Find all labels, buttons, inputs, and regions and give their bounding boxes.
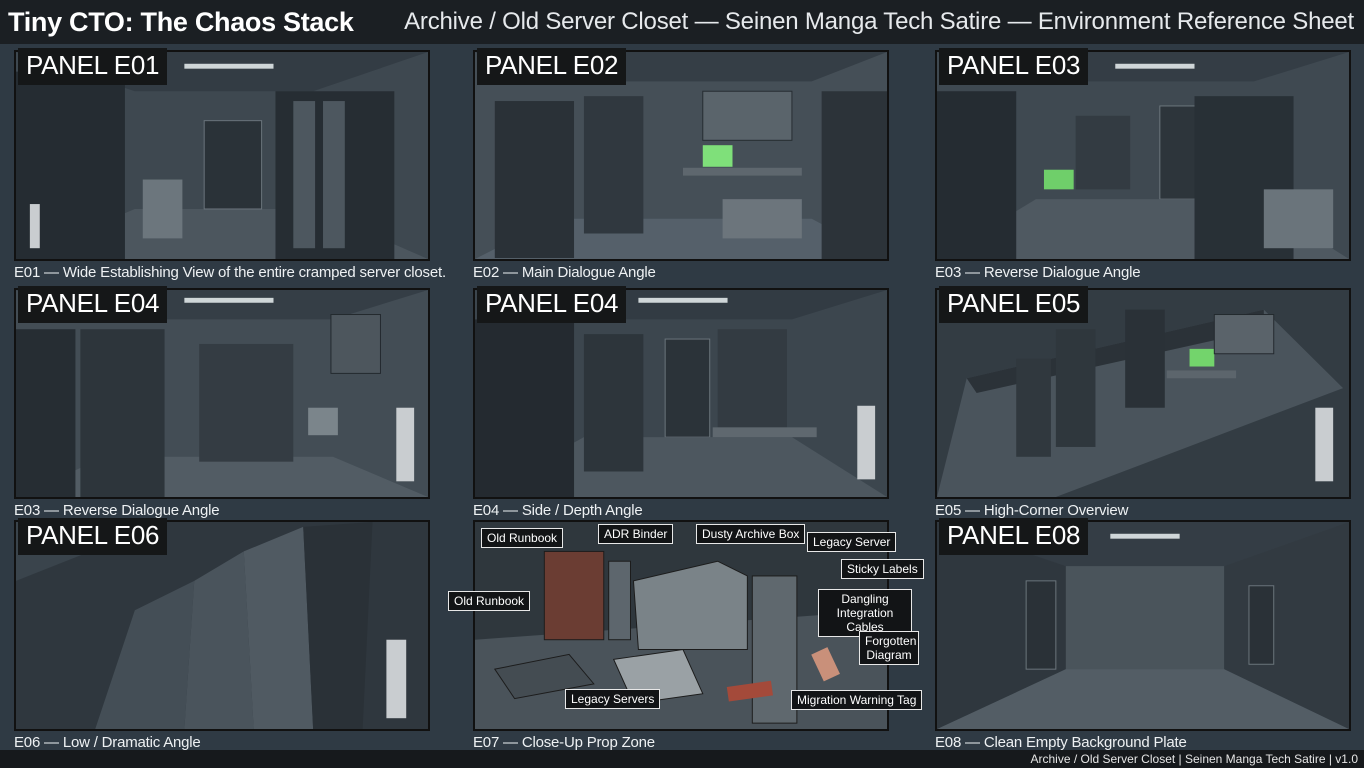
callout-adr-binder: ADR Binder bbox=[598, 524, 674, 544]
panel-e02-caption: E02 — Main Dialogue Angle bbox=[473, 264, 656, 281]
panel-e06-badge: PANEL E06 bbox=[18, 518, 168, 555]
panel-e03: PANEL E03 E03 — Reverse Dialogue Angle bbox=[935, 44, 1351, 281]
sheet-subtitle: Archive / Old Server Closet — Seinen Man… bbox=[404, 8, 1354, 35]
callout-sticky-labels: Sticky Labels bbox=[841, 559, 924, 579]
panel-e03-caption: E03 — Reverse Dialogue Angle bbox=[935, 264, 1141, 281]
panel-e04-b-caption: E04 — Side / Depth Angle bbox=[473, 502, 643, 519]
panel-e06-caption: E06 — Low / Dramatic Angle bbox=[14, 734, 201, 751]
panel-e06: PANEL E06 E06 — Low / Dramatic Angle bbox=[14, 514, 430, 751]
panel-e01-badge: PANEL E01 bbox=[18, 48, 168, 85]
panel-e04-a-caption: E03 — Reverse Dialogue Angle bbox=[14, 502, 220, 519]
panel-e01: PANEL E01 E01 — Wide Establishing View o… bbox=[14, 44, 446, 281]
panel-e02-art bbox=[473, 50, 889, 261]
panel-e08-badge: PANEL E08 bbox=[939, 518, 1089, 555]
footer-bar: Archive / Old Server Closet | Seinen Man… bbox=[0, 750, 1364, 768]
panel-e07-caption: E07 — Close-Up Prop Zone bbox=[473, 734, 655, 751]
footer-text: Archive / Old Server Closet | Seinen Man… bbox=[1030, 752, 1358, 766]
panel-e05-caption: E05 — High-Corner Overview bbox=[935, 502, 1129, 519]
panel-e03-art bbox=[935, 50, 1351, 261]
sheet-title: Tiny CTO: The Chaos Stack bbox=[8, 6, 354, 37]
panel-e05-art bbox=[935, 288, 1351, 499]
panel-e04-b-art bbox=[473, 288, 889, 499]
panel-e01-caption: E01 — Wide Establishing View of the enti… bbox=[14, 264, 446, 281]
callout-old-runbook-left: Old Runbook bbox=[448, 591, 531, 611]
server-room-illustration bbox=[16, 52, 428, 259]
panel-e04-b-badge: PANEL E04 bbox=[477, 286, 627, 323]
panel-e04-a: PANEL E04 E03 — Reverse Dialogue Angle bbox=[14, 282, 430, 519]
panel-e07: Old Runbook ADR Binder Dusty Archive Box… bbox=[448, 514, 924, 751]
panel-e01-art bbox=[14, 50, 430, 261]
panel-e05: PANEL E05 E05 — High-Corner Overview bbox=[935, 282, 1351, 519]
server-room-illustration bbox=[16, 522, 428, 729]
server-room-illustration bbox=[475, 52, 887, 259]
callout-dusty-archive-box: Dusty Archive Box bbox=[696, 524, 806, 544]
callout-legacy-server: Legacy Server bbox=[807, 532, 897, 552]
callout-old-runbook-top: Old Runbook bbox=[481, 528, 564, 548]
panel-e08: PANEL E08 E08 — Clean Empty Background P… bbox=[935, 514, 1351, 751]
panel-grid: PANEL E01 E01 — Wide Establishing View o… bbox=[0, 44, 1364, 751]
server-room-illustration bbox=[16, 290, 428, 497]
callout-forgotten-diagram: Forgotten Diagram bbox=[859, 631, 919, 665]
panel-e04-a-badge: PANEL E04 bbox=[18, 286, 168, 323]
server-room-illustration bbox=[475, 290, 887, 497]
panel-e08-art bbox=[935, 520, 1351, 731]
header-bar: Tiny CTO: The Chaos Stack Archive / Old … bbox=[0, 0, 1364, 44]
panel-e04-b: PANEL E04 E04 — Side / Depth Angle bbox=[473, 282, 889, 519]
panel-e02: PANEL E02 E02 — Main Dialogue Angle bbox=[473, 44, 889, 281]
panel-e06-art bbox=[14, 520, 430, 731]
panel-e02-badge: PANEL E02 bbox=[477, 48, 627, 85]
panel-e03-badge: PANEL E03 bbox=[939, 48, 1089, 85]
callout-migration-warning-tag: Migration Warning Tag bbox=[791, 690, 923, 710]
panel-e04-a-art bbox=[14, 288, 430, 499]
panel-e05-badge: PANEL E05 bbox=[939, 286, 1089, 323]
server-room-illustration bbox=[937, 290, 1349, 497]
panel-e08-caption: E08 — Clean Empty Background Plate bbox=[935, 734, 1187, 751]
callout-dangling-cables: Dangling Integration Cables bbox=[818, 589, 912, 637]
callout-legacy-servers: Legacy Servers bbox=[565, 689, 661, 709]
server-room-illustration bbox=[937, 522, 1349, 729]
